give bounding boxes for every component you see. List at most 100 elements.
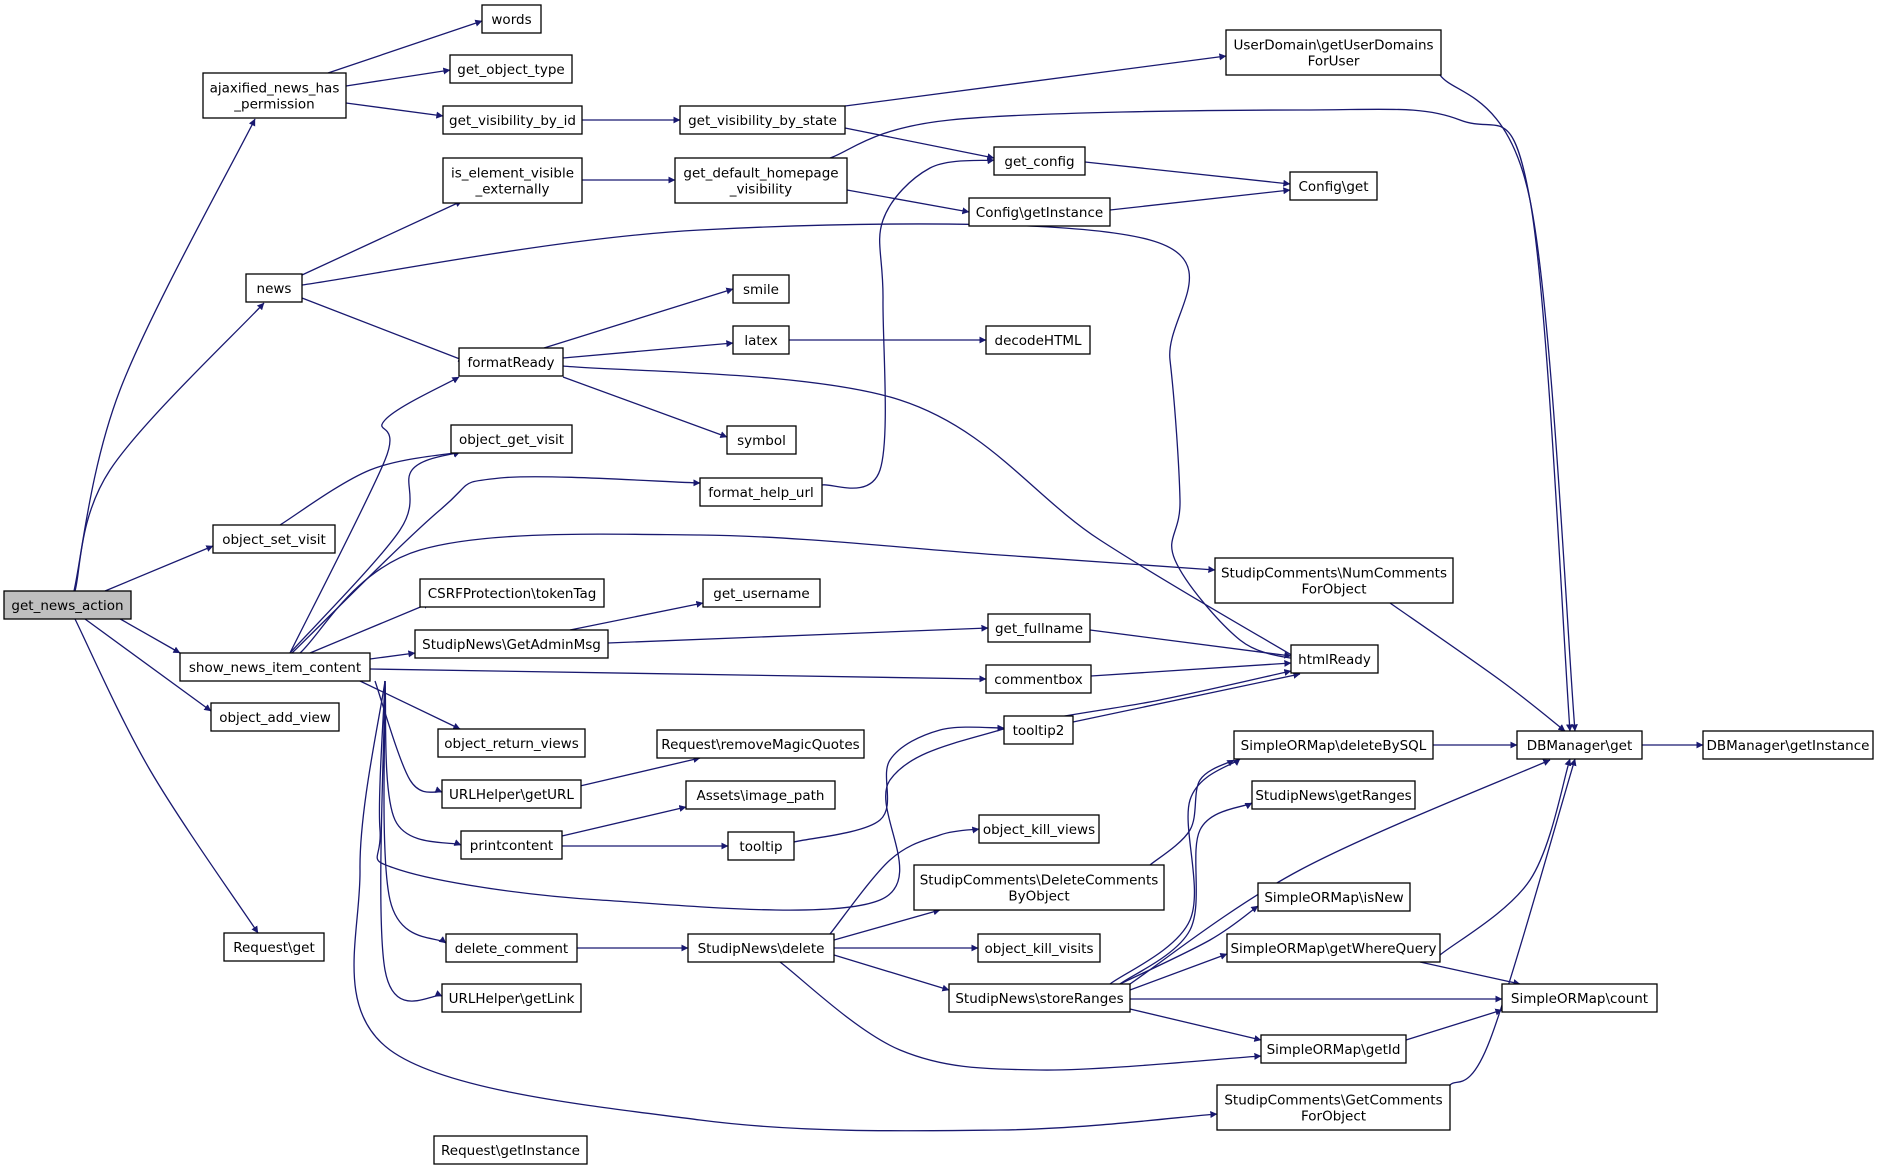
edge-show-to-numcom — [299, 533, 1216, 654]
edge-show-to-format — [289, 376, 460, 654]
node-box — [210, 702, 340, 732]
node-label: _visibility — [729, 182, 792, 198]
edge-storeranges-to-delbysql — [1109, 758, 1241, 985]
function-node[interactable]: StudipNews\delete — [687, 933, 835, 963]
function-node[interactable]: SimpleORMap\getId — [1260, 1034, 1407, 1064]
node-box — [1702, 730, 1874, 760]
node-label: ByObject — [1008, 889, 1069, 905]
function-node[interactable]: tooltip — [727, 831, 795, 861]
function-node[interactable]: symbol — [726, 425, 797, 455]
function-node[interactable]: SimpleORMap\isNew — [1257, 882, 1411, 912]
node-box — [1260, 1034, 1407, 1064]
function-node[interactable]: get_visibility_by_state — [679, 105, 846, 135]
function-node[interactable]: CSRFProtection\tokenTag — [419, 578, 605, 608]
edge-storeranges-to-isnew — [1119, 905, 1259, 985]
node-box — [968, 197, 1111, 227]
function-node[interactable]: object_kill_visits — [977, 933, 1101, 963]
node-box — [445, 933, 578, 963]
function-node[interactable]: get_username — [702, 578, 821, 608]
function-node[interactable]: formatReady — [458, 347, 564, 377]
root-function-node[interactable]: get_news_action — [3, 590, 132, 620]
edge-wherequery-to-dbget — [1439, 758, 1572, 956]
edge-cfginst-to-cfgget — [1109, 187, 1291, 211]
edge-show-to-csrf — [309, 602, 431, 654]
edge-getcomobj-to-dbget — [1449, 758, 1577, 1086]
function-node[interactable]: Config\getInstance — [968, 197, 1111, 227]
node-box — [179, 652, 371, 682]
node-label: htmlReady — [1298, 652, 1371, 668]
edge-userdom-to-dbget — [1439, 74, 1578, 732]
function-node[interactable]: show_news_item_content — [179, 652, 371, 682]
function-node[interactable]: SimpleORMap\count — [1501, 983, 1658, 1013]
edge-format-to-htmlready — [562, 365, 1301, 661]
node-label: StudipComments\DeleteComments — [920, 873, 1159, 889]
node-label: Request\getInstance — [441, 1143, 580, 1159]
node-box — [1289, 171, 1378, 201]
function-node[interactable]: get_fullname — [987, 613, 1091, 643]
function-node[interactable]: get_default_homepage_visibility — [674, 157, 848, 204]
function-node[interactable]: URLHelper\getURL — [441, 779, 582, 809]
function-node[interactable]: Assets\image_path — [685, 780, 836, 810]
function-node[interactable]: decodeHTML — [985, 325, 1091, 355]
function-node[interactable]: get_visibility_by_id — [442, 105, 583, 135]
edge-show-to-helpurl — [291, 476, 701, 654]
function-node[interactable]: DBManager\get — [1516, 730, 1643, 760]
node-box — [458, 347, 564, 377]
function-node[interactable]: Config\get — [1289, 171, 1378, 201]
function-node[interactable]: Request\getInstance — [433, 1135, 588, 1165]
node-box — [702, 578, 821, 608]
function-node[interactable]: object_add_view — [210, 702, 340, 732]
node-label: UserDomain\getUserDomains — [1233, 38, 1433, 54]
function-node[interactable]: words — [481, 4, 542, 34]
node-box — [1257, 882, 1411, 912]
node-box — [1251, 780, 1416, 810]
function-node[interactable]: URLHelper\getLink — [441, 983, 582, 1013]
function-node[interactable]: latex — [732, 325, 790, 355]
function-node[interactable]: DBManager\getInstance — [1702, 730, 1874, 760]
function-node[interactable]: Request\removeMagicQuotes — [656, 729, 865, 759]
function-node[interactable]: object_kill_views — [978, 814, 1100, 844]
function-node[interactable]: is_element_visible_externally — [442, 157, 583, 204]
function-node[interactable]: news — [245, 273, 303, 303]
node-label: symbol — [737, 433, 786, 449]
edge-format-to-smile — [543, 287, 734, 349]
function-node[interactable]: object_set_visit — [212, 524, 336, 554]
function-node[interactable]: htmlReady — [1290, 644, 1379, 674]
function-node[interactable]: get_config — [993, 146, 1086, 176]
edge-tooltip-to-tooltip2 — [793, 724, 1005, 843]
edge-visbystate-to-getconfig — [844, 127, 995, 161]
function-node[interactable]: delete_comment — [445, 933, 578, 963]
function-node[interactable]: ajaxified_news_has_permission — [202, 72, 347, 119]
function-node[interactable]: SimpleORMap\getWhereQuery — [1226, 933, 1441, 963]
function-node[interactable]: get_object_type — [449, 54, 573, 84]
node-box — [433, 1135, 588, 1165]
node-label: CSRFProtection\tokenTag — [428, 586, 597, 602]
node-box — [442, 157, 583, 204]
function-node[interactable]: StudipNews\getRanges — [1251, 780, 1416, 810]
edge-delcomobj-to-delbysql — [1149, 759, 1235, 866]
function-node[interactable]: commentbox — [985, 664, 1092, 694]
edge-root-to-reqget — [74, 618, 259, 934]
node-label: URLHelper\getURL — [449, 787, 574, 803]
edge-format-to-latex — [562, 340, 734, 359]
function-node[interactable]: format_help_url — [699, 477, 823, 507]
function-node[interactable]: object_get_visit — [450, 424, 573, 454]
node-label: Request\removeMagicQuotes — [661, 737, 859, 753]
function-node[interactable]: smile — [732, 274, 790, 304]
function-node[interactable]: Request\get — [223, 932, 325, 962]
function-node[interactable]: StudipNews\storeRanges — [948, 983, 1131, 1013]
edge-helpurl-to-getconfig — [821, 157, 995, 489]
edge-admin-to-username — [569, 600, 704, 631]
function-node[interactable]: StudipNews\GetAdminMsg — [414, 629, 609, 659]
edge-storeranges-to-dbget — [1129, 759, 1551, 985]
function-node[interactable]: object_return_views — [437, 728, 586, 758]
function-node[interactable]: tooltip2 — [1003, 715, 1074, 745]
function-node[interactable]: SimpleORMap\deleteBySQL — [1233, 730, 1434, 760]
node-label: news — [257, 281, 292, 297]
function-node[interactable]: printcontent — [460, 830, 563, 860]
